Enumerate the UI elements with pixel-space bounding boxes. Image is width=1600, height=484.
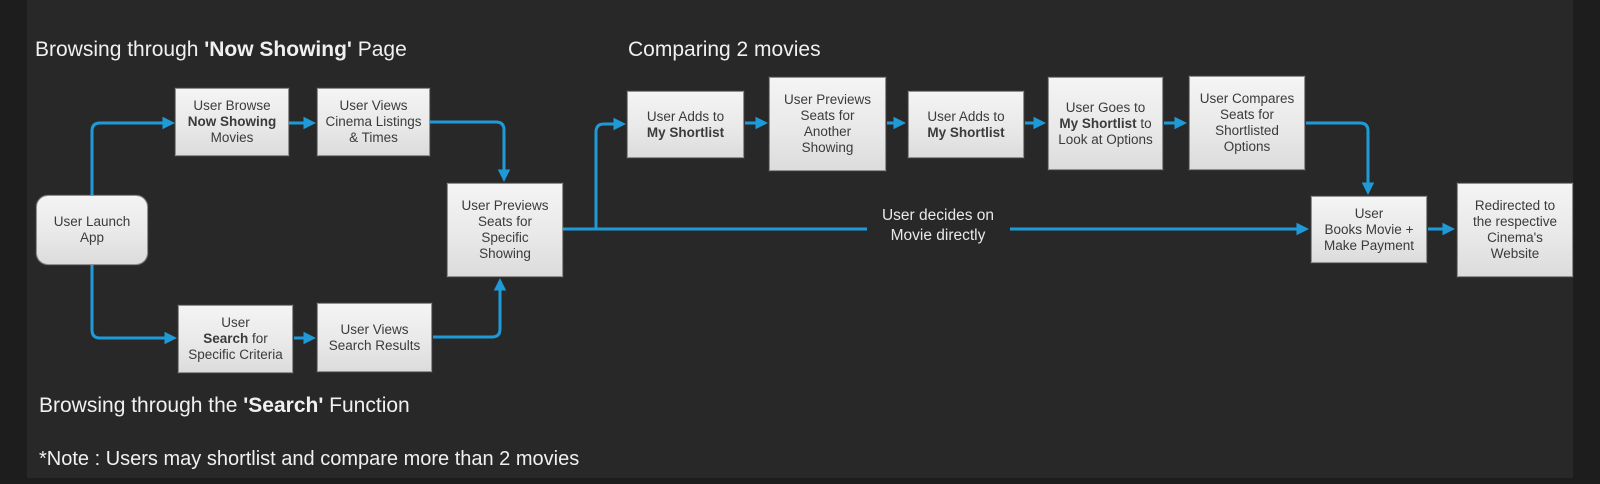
heading-comparing-movies: Comparing 2 movies: [628, 38, 821, 61]
note-text: *Note : Users may shortlist and compare …: [39, 448, 580, 470]
heading-now-showing-page: Browsing through 'Now Showing' Page: [35, 38, 407, 61]
heading-search-function: Browsing through the 'Search' Function: [39, 394, 410, 417]
